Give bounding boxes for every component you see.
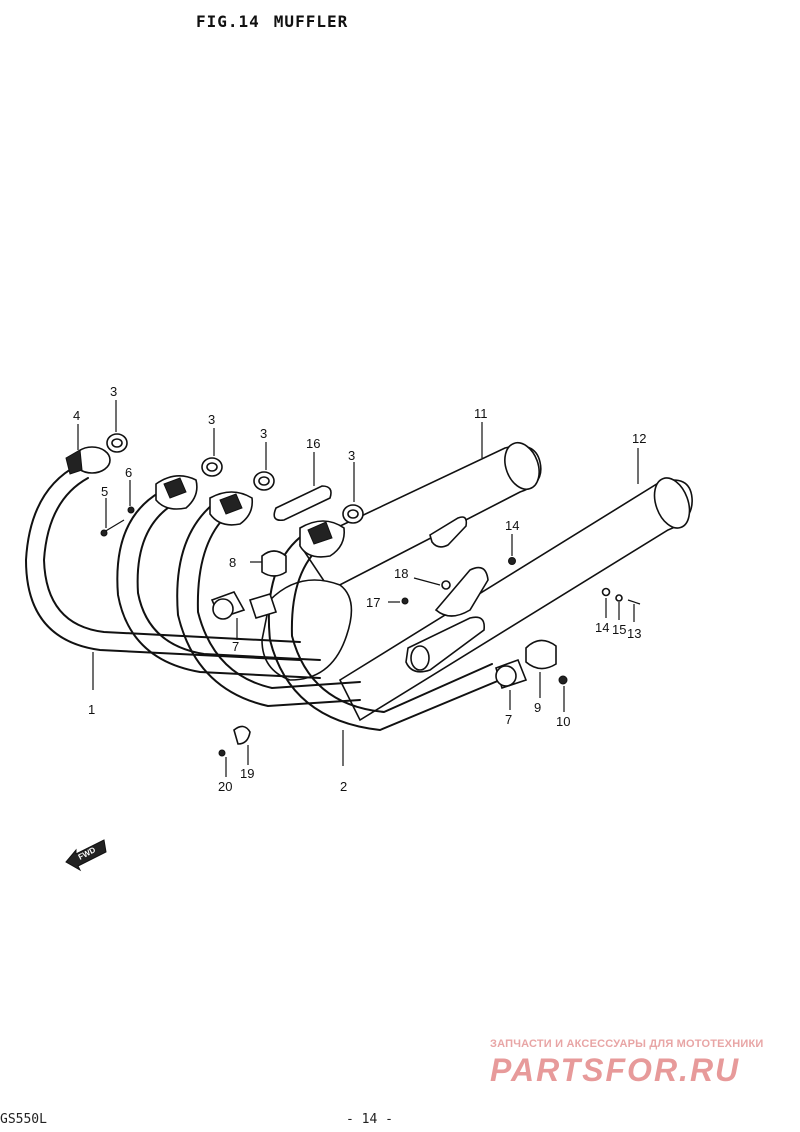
callout-3: 3 (348, 448, 355, 463)
collector-box (261, 579, 353, 681)
exhaust-gasket (201, 457, 223, 477)
callout-3: 3 (110, 384, 117, 399)
callout-3: 3 (260, 426, 267, 441)
muffler-12 (338, 477, 693, 722)
callout-2: 2 (340, 779, 347, 794)
callout-3: 3 (208, 412, 215, 427)
callout-1: 1 (88, 702, 95, 717)
leader-lines (77, 400, 639, 777)
callout-13: 13 (627, 626, 641, 641)
connector-tube-7 (210, 591, 246, 620)
callout-12: 12 (632, 431, 646, 446)
callout-6: 6 (125, 465, 132, 480)
callout-14: 14 (595, 620, 609, 635)
callout-16: 16 (306, 436, 320, 451)
callout-7: 7 (505, 712, 512, 727)
callout-11: 11 (474, 406, 488, 421)
figure-number: FIG.14 (196, 12, 260, 31)
callout-17: 17 (366, 595, 380, 610)
protector-plate-16 (273, 485, 332, 522)
exhaust-flange (299, 520, 346, 558)
watermark-brand: PARTSFOR.RU (490, 1052, 741, 1088)
bolt-17 (401, 597, 409, 605)
figure-title: FIG.14 MUFFLER (196, 12, 348, 31)
page-number: - 14 - (346, 1112, 393, 1127)
callout-20: 20 (218, 779, 232, 794)
exhaust-gasket (253, 471, 275, 491)
callout-10: 10 (556, 714, 570, 729)
model-code: GS550L (0, 1112, 47, 1127)
muffler-11 (298, 441, 542, 592)
washer-15 (615, 594, 623, 602)
exhaust-pipe-1b (116, 491, 321, 679)
connector-tube-7 (495, 658, 528, 690)
nut-6 (127, 506, 135, 514)
washer-14 (508, 557, 516, 565)
bolt-20 (218, 749, 226, 757)
callout-9: 9 (534, 700, 541, 715)
exhaust-flange (65, 446, 111, 475)
watermark-subtitle: ЗАПЧАСТИ И АКСЕССУАРЫ ДЛЯ МОТОТЕХНИКИ (490, 1038, 764, 1050)
callout-labels: 1 2 3 3 3 3 4 5 6 7 7 8 9 10 11 12 13 14… (73, 384, 646, 794)
callout-8: 8 (229, 555, 236, 570)
exhaust-pipe-1 (24, 464, 301, 661)
callout-14: 14 (505, 518, 519, 533)
callout-5: 5 (101, 484, 108, 499)
connector-tube (248, 593, 278, 619)
callout-15: 15 (612, 622, 626, 637)
washer-14 (601, 587, 611, 597)
clamp-8 (261, 550, 287, 577)
clip-19 (233, 725, 251, 745)
figure-name: MUFFLER (273, 12, 349, 31)
bolt-13 (627, 599, 641, 605)
exhaust-flange (155, 475, 198, 510)
callout-7: 7 (232, 639, 239, 654)
callout-18: 18 (394, 566, 408, 581)
callout-4: 4 (73, 408, 80, 423)
forward-arrow-icon: FWD (65, 839, 107, 872)
exhaust-pipe-2b (176, 504, 361, 708)
exhaust-flange (209, 491, 254, 526)
stud-bolt-5 (100, 519, 125, 537)
bolt-10 (558, 675, 568, 685)
callout-19: 19 (240, 766, 254, 781)
exhaust-gasket (106, 433, 128, 453)
bracket-18 (441, 580, 451, 590)
clamp-9 (525, 639, 557, 670)
exhaust-gasket (342, 504, 364, 524)
